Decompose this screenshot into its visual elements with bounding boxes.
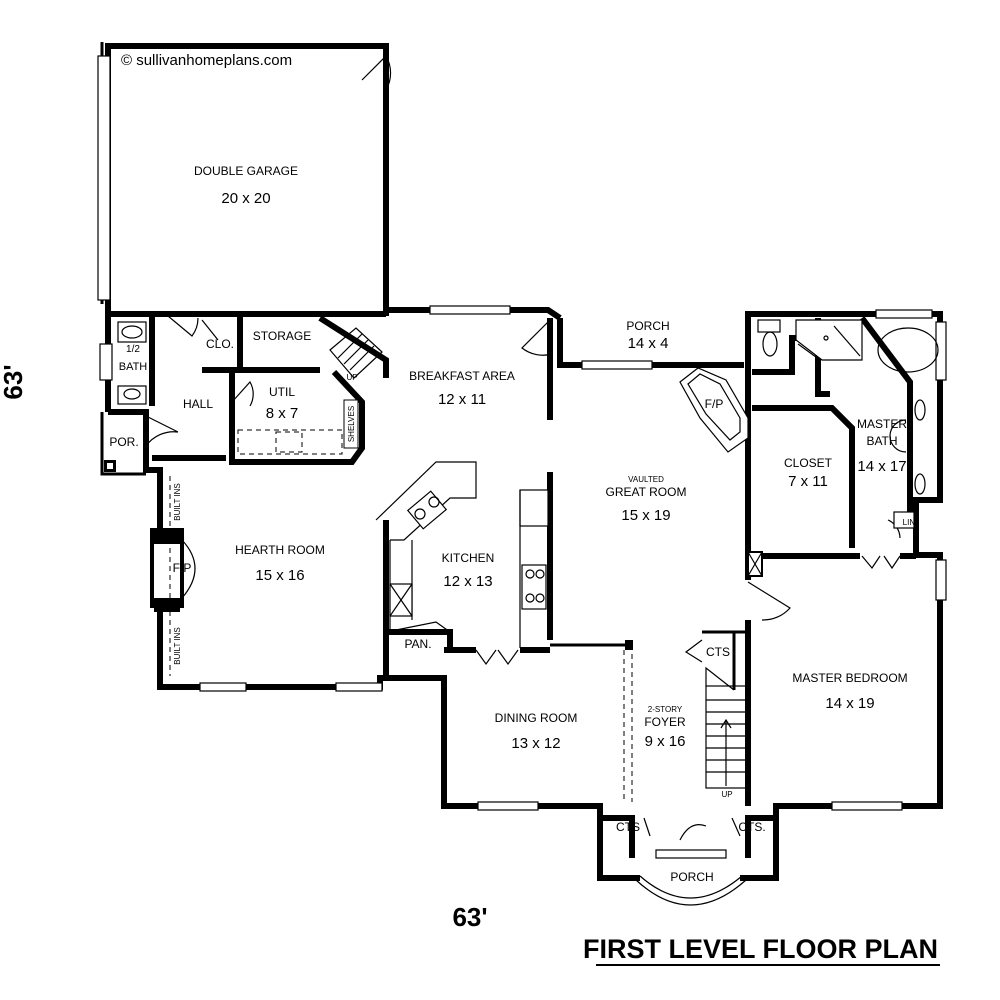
stairs <box>329 327 747 789</box>
rear-porch-name: PORCH <box>626 319 669 333</box>
foyer-size: 9 x 16 <box>645 733 686 750</box>
closet-name: CLOSET <box>784 456 833 470</box>
linen-label: LIN. <box>903 518 918 527</box>
master-bath-name-1: MASTER <box>857 417 907 431</box>
closet-size: 7 x 11 <box>788 473 828 490</box>
util-name: UTIL <box>269 385 295 399</box>
half-bath-label-1: 1/2 <box>126 344 140 355</box>
kitchen-name: KITCHEN <box>442 551 495 565</box>
stair-up-foyer-label: UP <box>721 790 732 799</box>
doors <box>145 55 907 841</box>
breakfast-name: BREAKFAST AREA <box>409 369 515 383</box>
hearth-fp-label: F/P <box>173 561 192 575</box>
cts-right-label: CTS. <box>738 820 765 834</box>
util-fixtures <box>169 399 633 802</box>
interior-walls <box>100 311 916 858</box>
garage-size: 20 x 20 <box>221 190 270 207</box>
side-porch-label: POR. <box>109 435 138 449</box>
breakfast-size: 12 x 11 <box>438 391 486 408</box>
master-bath-size: 14 x 17 <box>857 458 906 475</box>
rear-porch-size: 14 x 4 <box>628 335 669 352</box>
hearth-name: HEARTH ROOM <box>235 543 325 557</box>
stair-up-rear-label: UP <box>346 373 357 382</box>
kitchen-size: 12 x 13 <box>443 573 492 590</box>
width-dimension: 63' <box>452 902 487 932</box>
built-ins-bottom-label: BUILT INS <box>173 627 182 665</box>
hearth-size: 15 x 16 <box>255 567 304 584</box>
watermark: © sullivanhomeplans.com <box>121 52 292 69</box>
closet-small-label: CLO. <box>206 337 234 351</box>
depth-dimension: 63' <box>0 364 28 399</box>
built-ins-top-label: BUILT INS <box>173 483 182 521</box>
great-room-note: VAULTED <box>628 475 664 484</box>
hall-label: HALL <box>183 397 213 411</box>
master-bed-size: 14 x 19 <box>825 695 874 712</box>
kitchen-counters <box>375 461 549 648</box>
labels: © sullivanhomeplans.com DOUBLE GARAGE 20… <box>109 52 917 884</box>
front-porch-label: PORCH <box>670 870 713 884</box>
cts-left-label: CTS <box>616 820 640 834</box>
dining-name: DINING ROOM <box>495 711 578 725</box>
shelves-label: SHELVES <box>347 406 356 442</box>
cts-upper-label: CTS <box>706 645 730 659</box>
foyer-note: 2-STORY <box>648 705 683 714</box>
pantry-label: PAN. <box>404 637 431 651</box>
windows <box>97 55 947 859</box>
great-room-fp-label: F/P <box>705 397 724 411</box>
util-size: 8 x 7 <box>266 405 299 422</box>
master-bed-name: MASTER BEDROOM <box>792 671 907 685</box>
plan-title: FIRST LEVEL FLOOR PLAN <box>583 934 938 964</box>
master-bath-name-2: BATH <box>866 434 897 448</box>
storage-label: STORAGE <box>253 329 311 343</box>
foyer-name: FOYER <box>644 715 686 729</box>
great-room-name: GREAT ROOM <box>606 485 687 499</box>
dining-size: 13 x 12 <box>511 735 560 752</box>
bath-fixtures <box>104 319 939 577</box>
garage-name: DOUBLE GARAGE <box>194 164 298 178</box>
great-room-size: 15 x 19 <box>621 507 670 524</box>
half-bath-label-2: BATH <box>119 361 148 373</box>
